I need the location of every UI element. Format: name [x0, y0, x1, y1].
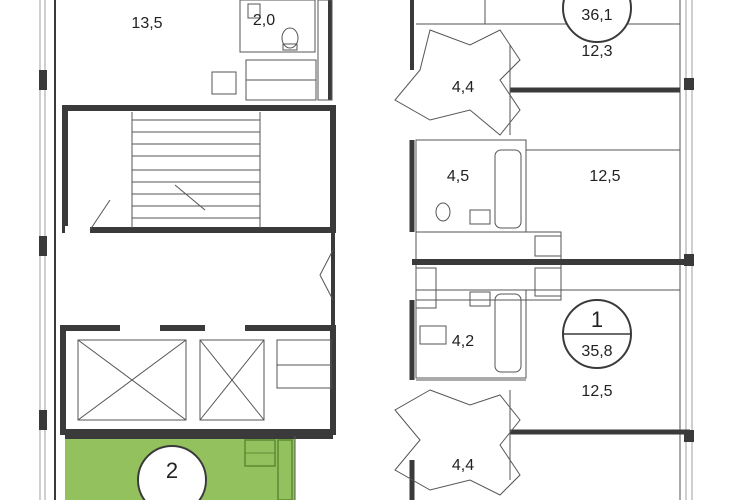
bath-block-mid: [412, 139, 690, 309]
left-outer-wall: [39, 0, 56, 500]
room-label-right-mid: 12,5: [589, 168, 620, 185]
room-label-right-top: 12,3: [581, 43, 612, 60]
apartment-top-area: 36,1: [581, 7, 612, 24]
apartment-1-corridor: [394, 379, 690, 496]
bathroom-top-left: [211, 0, 333, 101]
room-label-bath-lower: 4,2: [452, 333, 474, 350]
apartment-badge-top: [562, 0, 632, 43]
elevator-block: [60, 325, 336, 435]
room-label-corridor-top: 4,4: [452, 79, 474, 96]
room-label-bathroom-top: 2,0: [253, 12, 275, 29]
room-label-top-left-room: 13,5: [131, 15, 162, 32]
apartment-badge-2[interactable]: [137, 445, 207, 500]
room-label-right-lower: 12,5: [581, 383, 612, 400]
apartment-1-area: 35,8: [581, 343, 612, 360]
apartment-1-number: 1: [591, 307, 603, 332]
apartment-top-right: [394, 0, 680, 136]
room-label-bath-mid: 4,5: [447, 168, 469, 185]
apartment-2-number: 2: [166, 458, 178, 483]
apartment-badge-1[interactable]: [562, 299, 632, 369]
room-label-corridor-lower: 4,4: [452, 457, 474, 474]
right-outer-wall: [679, 0, 694, 500]
bath-block-lower: [415, 289, 680, 379]
stair-block: [62, 105, 336, 234]
